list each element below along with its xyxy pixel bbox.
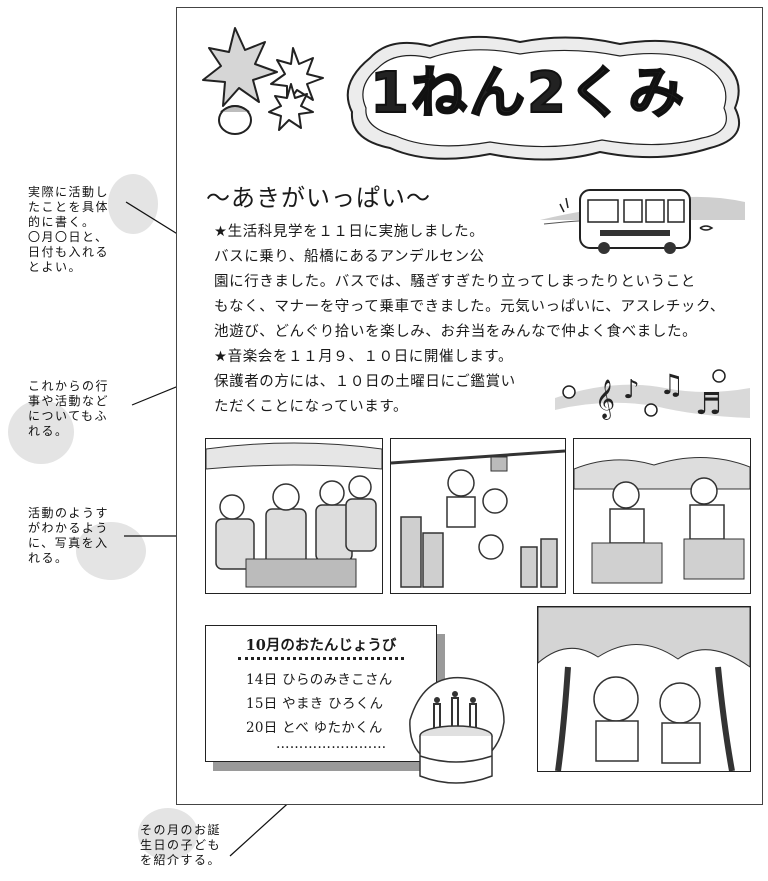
athletic-playground-photo	[390, 438, 566, 594]
birthday-cake-icon	[409, 676, 505, 784]
paragraph-line: 園に行きました。バスでは、騒ぎすぎたり立ってしまったりということ	[214, 274, 696, 290]
paragraph-line: もなく、マナーを守って乗車できました。元気いっぱいに、アスレチック、	[214, 299, 725, 315]
svg-text:♬: ♬	[695, 387, 722, 422]
paragraph-line: ★生活科見学を１１日に実施しました。	[214, 224, 485, 240]
svg-text:𝄞: 𝄞	[595, 379, 615, 420]
annotation-upcoming-events: これからの行 事や活動など についてもふ れる。	[28, 379, 110, 438]
annotation-birthdays: その月のお誕 生日の子ども を紹介する。	[140, 823, 222, 867]
birthday-more: ……………………	[276, 736, 387, 752]
maple-leaf-icon	[202, 27, 324, 135]
newsletter-subtitle: 〜あきがいっぱい〜	[206, 184, 431, 212]
bus-ride-photo	[205, 438, 383, 594]
newsletter-title: 1ねん2くみ	[369, 60, 687, 127]
birthday-box: 10月のおたんじょうび 14日 ひらのみきこさん 15日 やまき ひろくん 20…	[205, 625, 437, 762]
paragraph-line: バスに乗り、船橋にあるアンデルセン公	[214, 249, 485, 265]
title-underline	[238, 657, 404, 660]
svg-text:♪: ♪	[623, 375, 640, 405]
annotation-highlight	[76, 522, 146, 580]
birthday-entry: 14日 ひらのみきこさん	[246, 672, 393, 688]
title-banner	[346, 35, 740, 161]
annotation-highlight	[108, 174, 158, 234]
svg-text:♫: ♫	[659, 368, 684, 401]
annotation-concrete-activity: 実際に活動し たことを具体 的に書く。 〇月〇日と、 日付も入れる とよい。	[28, 185, 110, 274]
paragraph-line: ただくことになっています。	[214, 399, 409, 415]
annotation-photos: 活動のようす がわかるよう に、写真を入 れる。	[28, 506, 110, 565]
birthday-entry: 15日 やまき ひろくん	[246, 696, 384, 712]
birthday-title: 10月のおたんじょうび	[245, 637, 397, 654]
music-notes-icon: 𝄞 ♪ ♫ ♬	[555, 368, 750, 422]
birthday-entry: 20日 とべ ゆたかくん	[246, 720, 383, 736]
bus-icon	[540, 189, 745, 254]
lunch-picnic-photo	[573, 438, 751, 594]
paragraph-line: 保護者の方には、１０日の土曜日にご鑑賞い	[214, 374, 516, 390]
paragraph-line: ★音楽会を１１月９、１０日に開催します。	[214, 349, 514, 365]
annotation-highlight	[138, 808, 198, 860]
paragraph-line: 池遊び、どんぐり拾いを楽しみ、お弁当をみんなで仲よく食べました。	[214, 324, 698, 340]
annotation-highlight	[8, 400, 74, 464]
trees-children-photo	[537, 606, 751, 772]
